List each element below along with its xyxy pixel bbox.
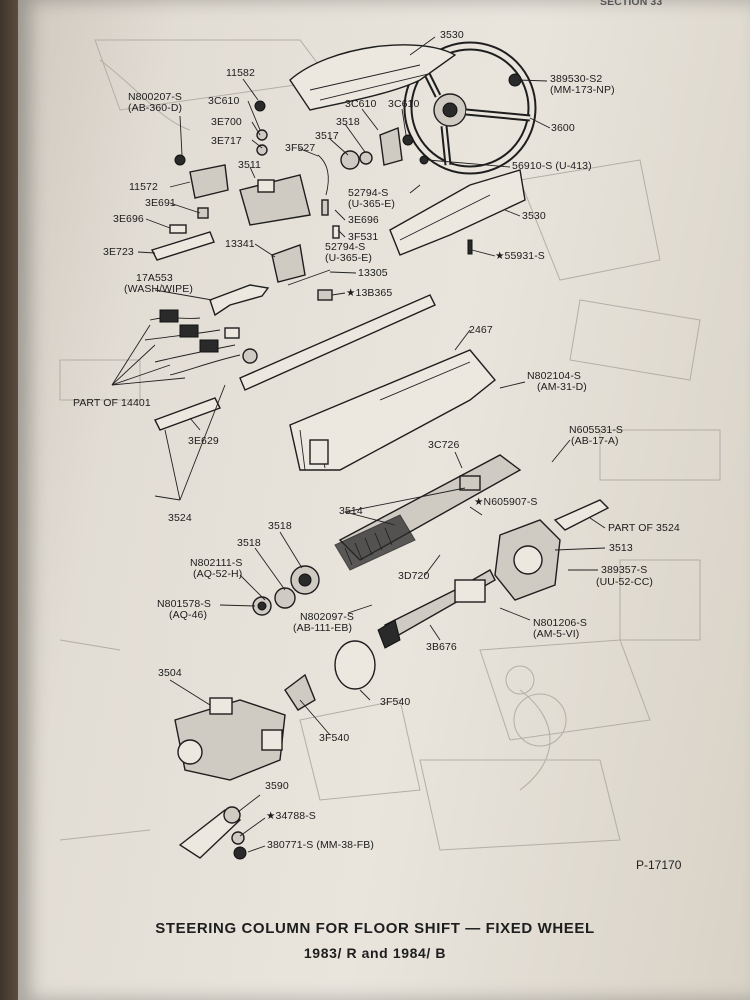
label-N605907-S: ★N605907-S xyxy=(474,496,538,508)
switch-11572 xyxy=(189,164,229,199)
label-3524-bottom: 3524 xyxy=(168,512,192,524)
manual-page xyxy=(18,0,750,1000)
label-389357-S: 389357-S xyxy=(601,564,648,576)
label-17A553: 17A553 xyxy=(136,272,173,284)
label-3D720: 3D720 xyxy=(398,570,430,582)
label-3E700: 3E700 xyxy=(211,116,242,128)
leader-lines xyxy=(111,36,606,853)
label-3C610-a: 3C610 xyxy=(208,95,240,107)
label-3B676: 3B676 xyxy=(426,641,457,653)
label-52794-S-a: 52794-S xyxy=(348,187,389,199)
label-N801578-S: N801578-S xyxy=(157,598,212,610)
label-13B365: ★13B365 xyxy=(346,287,393,299)
label-3514: 3514 xyxy=(339,505,363,517)
label-N800207-S-code: (AB-360-D) xyxy=(128,102,183,114)
label-389530-S2: 389530-S2 xyxy=(550,73,603,85)
label-N801578-S-code: (AQ-46) xyxy=(169,609,208,621)
shift-lever-17A553 xyxy=(209,284,270,317)
label-55931-S: ★55931-S xyxy=(495,250,545,262)
figure-caption-title: STEERING COLUMN FOR FLOOR SHIFT — FIXED … xyxy=(155,920,595,937)
upper-shroud-3530 xyxy=(289,44,457,111)
figure-caption-years: 1983/ R and 1984/ B xyxy=(303,945,447,961)
label-part-of-3524: PART OF 3524 xyxy=(608,522,680,534)
label-N801206-S-code: (AM-5-VI) xyxy=(533,628,580,640)
label-34788-S: ★34788-S xyxy=(266,810,316,822)
label-3530-mid: 3530 xyxy=(522,210,546,222)
label-N801206-S: N801206-S xyxy=(533,617,588,629)
label-3518-low: 3518 xyxy=(237,537,261,549)
label-380771-S: 380771-S (MM-38-FB) xyxy=(267,839,374,851)
label-389357-S-code: (UU-52-CC) xyxy=(596,576,653,588)
label-3517: 3517 xyxy=(315,130,339,142)
label-3530-top: 3530 xyxy=(440,29,464,41)
label-N800207-S: N800207-S xyxy=(128,91,183,103)
label-3F527: 3F527 xyxy=(285,142,316,154)
label-17A553-code: (WASH/WIPE) xyxy=(124,283,193,295)
label-N605531-S: N605531-S xyxy=(569,424,624,436)
figure-number: P-17170 xyxy=(636,858,682,872)
label-2467: 2467 xyxy=(469,324,493,336)
label-3518-top: 3518 xyxy=(336,116,360,128)
steering-shaft-3524 xyxy=(239,294,436,391)
label-3E723: 3E723 xyxy=(103,246,134,258)
label-11582: 11582 xyxy=(226,67,255,79)
label-3C610-c: 3C610 xyxy=(388,98,420,110)
column-tube-2467 xyxy=(289,349,496,471)
label-389530-S2-code: (MM-173-NP) xyxy=(550,84,615,96)
bracket-13341 xyxy=(271,244,306,283)
label-3600: 3600 xyxy=(551,122,575,134)
label-N802097-S-code: (AB-111-EB) xyxy=(293,622,353,634)
label-3518-mid: 3518 xyxy=(268,520,292,532)
label-N802111-S-code: (AQ-52-H) xyxy=(193,568,243,580)
label-3E717: 3E717 xyxy=(211,135,242,147)
label-N802104-S-code: (AM-31-D) xyxy=(537,381,587,393)
ghost-background-drawing xyxy=(59,39,721,851)
label-3E691: 3E691 xyxy=(145,197,176,209)
label-3F540-a: 3F540 xyxy=(380,696,411,708)
label-3511: 3511 xyxy=(238,159,261,171)
label-13305: 13305 xyxy=(358,267,388,279)
wiring-harness-14401 xyxy=(144,309,241,376)
label-3590: 3590 xyxy=(265,780,289,792)
label-3C726: 3C726 xyxy=(428,439,460,451)
label-3513: 3513 xyxy=(609,542,633,554)
small-hardware xyxy=(169,73,522,301)
steering-gear-3504 xyxy=(174,699,286,781)
label-part-of-14401: PART OF 14401 xyxy=(73,397,151,409)
label-3E629: 3E629 xyxy=(188,435,219,447)
label-11572: 11572 xyxy=(129,181,158,193)
header-fragment: SECTION 33 xyxy=(600,0,663,8)
bushing-3F540-b xyxy=(284,673,316,711)
label-N802097-S: N802097-S xyxy=(300,611,355,623)
label-3E696-a: 3E696 xyxy=(113,213,144,225)
label-52794-S-b-code: (U-365-E) xyxy=(325,252,372,264)
label-56910-S: 56910-S (U-413) xyxy=(512,160,592,172)
bearing-3518-b xyxy=(274,587,296,609)
label-N802104-S: N802104-S xyxy=(527,370,582,382)
label-3C610-b: 3C610 xyxy=(345,98,377,110)
label-N605531-S-code: (AB-17-A) xyxy=(571,435,619,447)
lower-shroud-3530 xyxy=(389,169,526,256)
label-3F531: 3F531 xyxy=(348,231,379,243)
label-52794-S-a-code: (U-365-E) xyxy=(348,198,395,210)
label-52794-S-b: 52794-S xyxy=(325,241,366,253)
label-3E696-b: 3E696 xyxy=(348,214,379,226)
pitman-arm-3590 xyxy=(178,809,242,859)
lock-housing-3511 xyxy=(239,174,311,226)
label-13341: 13341 xyxy=(225,238,255,250)
label-3F540-b: 3F540 xyxy=(319,732,350,744)
label-N802111-S: N802111-S xyxy=(190,557,243,569)
label-3504: 3504 xyxy=(158,667,182,679)
rod-3E723 xyxy=(151,231,215,261)
bushing-3F540-a xyxy=(334,640,376,690)
